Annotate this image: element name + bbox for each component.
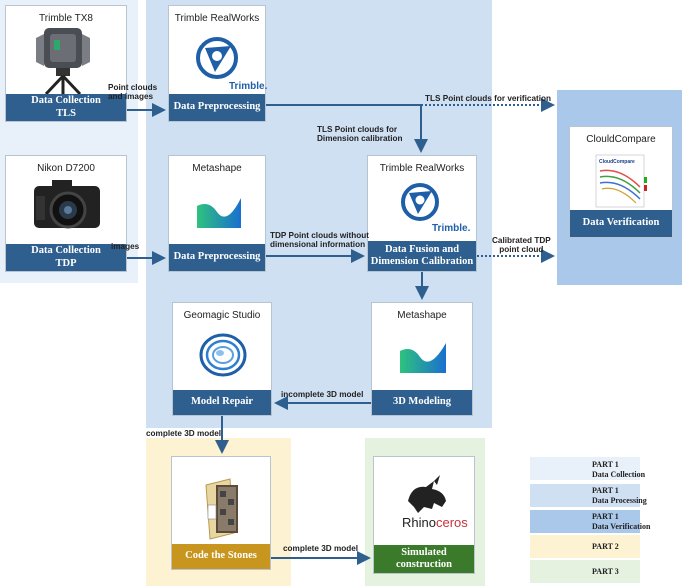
label-line-1: TLS Point clouds for — [317, 125, 398, 134]
bar-line-1: 3D Modeling — [392, 396, 452, 408]
card-title: Geomagic Studio — [183, 310, 261, 321]
label-point-clouds-images: Point clouds and images — [108, 83, 157, 102]
label-images: images — [111, 242, 139, 251]
cloudcompare-logo-icon: CloudCompare — [595, 154, 647, 208]
label-line-1: TDP Point clouds without — [270, 231, 370, 240]
legend-swatch-part3 — [530, 560, 640, 583]
legend-swatch-part2 — [530, 535, 640, 558]
legend-line-1: PART 2 — [592, 542, 619, 551]
card-fusion: Trimble RealWorks Trimble. Data Fusion a… — [367, 155, 477, 272]
metashape-logo-icon — [400, 343, 446, 373]
bar-line-1: Model Repair — [190, 396, 254, 408]
label-line-2: point cloud — [499, 245, 544, 255]
legend-line-2: Data Processing — [592, 495, 647, 505]
card-title: Trimble RealWorks — [379, 163, 465, 174]
card-bar: Data Collection TDP — [6, 244, 126, 271]
card-model-repair: Geomagic Studio Model Repair — [172, 302, 272, 416]
legend-line-2: Data Verification — [592, 521, 651, 531]
card-simulated: Rhino ceros Simulated construction — [373, 456, 475, 574]
label-line-1: TLS Point clouds for verification — [425, 94, 552, 103]
legend-text-part3: PART 3 — [592, 567, 619, 577]
card-verification: ClouldCompare CloudCompare Data Verifica… — [569, 126, 673, 238]
bar-line-2: Dimension Calibration — [370, 256, 474, 267]
label-line-1: Calibrated TDP — [492, 236, 551, 245]
trimble-word: Trimble. — [432, 223, 471, 234]
label-line-1: complete 3D model — [146, 429, 222, 438]
label-tdp-no-dim: TDP Point clouds without dimensional inf… — [270, 231, 369, 250]
bar-line-2: construction — [396, 559, 452, 570]
legend-text-part1-collection: PART 1 Data Collection — [592, 460, 645, 479]
card-bar: Code the Stones — [172, 544, 270, 569]
legend-text-part1-processing: PART 1 Data Processing — [592, 486, 647, 505]
card-tdp-preprocessing: Metashape Data Preprocessing — [168, 155, 266, 272]
bar-line-1: Simulated — [401, 546, 447, 558]
bar-line-1: Data Collection — [31, 245, 101, 257]
bar-line-1: Data Preprocessing — [173, 251, 261, 263]
rhino-logo-icon: Rhino ceros — [402, 475, 468, 530]
legend-line-1: PART 1 — [592, 460, 619, 469]
label-line-1: Point clouds — [108, 83, 158, 92]
scanner-icon — [36, 28, 90, 96]
bar-line-1: Data Collection — [31, 95, 101, 107]
label-tls-calibration: TLS Point clouds for Dimension calibrati… — [317, 125, 403, 144]
card-title: Metashape — [397, 310, 447, 321]
card-title: Nikon D7200 — [37, 163, 95, 174]
card-bar: 3D Modeling — [372, 390, 472, 415]
card-bar: Data Preprocessing — [169, 94, 265, 121]
bar-line-1: Data Preprocessing — [173, 101, 261, 113]
card-bar: Data Verification — [570, 210, 672, 237]
card-bar: Model Repair — [173, 390, 271, 415]
label-calibrated-tdp: Calibrated TDP point cloud — [492, 236, 551, 255]
legend-line-1: PART 3 — [592, 567, 619, 576]
label-line-2: and images — [108, 92, 154, 102]
legend-swatch-part1-verification — [530, 510, 640, 533]
bar-line-1: Data Fusion and — [384, 243, 460, 255]
card-code-stones: Code the Stones — [171, 456, 271, 570]
card-title: Trimble RealWorks — [174, 13, 260, 24]
card-bar: Data Preprocessing — [169, 244, 265, 271]
metashape-logo-icon — [197, 198, 241, 228]
legend-swatch-part1-collection — [530, 457, 640, 480]
cloudcompare-word: CloudCompare — [599, 159, 635, 165]
bar-line-1: Code the Stones — [185, 550, 257, 562]
legend-line-1: PART 1 — [592, 486, 619, 495]
legend-line-2: Data Collection — [592, 469, 646, 479]
label-incomplete: incomplete 3D model — [281, 390, 363, 399]
rhino-word-2: ceros — [436, 515, 468, 530]
card-title: Trimble TX8 — [39, 13, 93, 24]
legend-swatch-part1-processing — [530, 484, 640, 507]
label-complete-down: complete 3D model — [146, 429, 221, 438]
label-line-1: complete 3D model — [283, 544, 359, 553]
card-title: ClouldCompare — [586, 134, 656, 145]
geomagic-logo-icon — [199, 333, 247, 377]
card-modeling: Metashape 3D Modeling — [371, 302, 473, 416]
card-tls-preprocessing: Trimble RealWorks Trimble. Data Preproce… — [168, 5, 267, 122]
label-line-1: images — [111, 242, 140, 251]
trimble-word: Trimble. — [229, 81, 267, 92]
bar-line-2: TLS — [56, 107, 76, 119]
label-line-2: dimensional information — [270, 240, 366, 250]
stone-archive-icon — [205, 478, 238, 540]
card-bar: Data Fusion and Dimension Calibration — [368, 241, 476, 271]
legend-line-1: PART 1 — [592, 512, 619, 521]
label-tls-verification: TLS Point clouds for verification — [425, 94, 551, 103]
legend-text-part2: PART 2 — [592, 542, 619, 552]
camera-icon — [34, 180, 100, 229]
trimble-logo-icon: Trimble. — [196, 37, 267, 92]
label-complete-right: complete 3D model — [283, 544, 358, 553]
card-tls-collection: Trimble TX8 Data Collection TLS — [5, 5, 127, 122]
card-title: Metashape — [192, 163, 242, 174]
rhino-word-1: Rhino — [402, 515, 436, 530]
card-tdp-collection: Nikon D7200 Data Collection TDP — [5, 155, 127, 272]
bar-line-2: TDP — [55, 257, 77, 269]
trimble-logo-icon: Trimble. — [401, 183, 471, 234]
legend-text-part1-verification: PART 1 Data Verification — [592, 512, 650, 531]
card-bar: Simulated construction — [374, 545, 474, 573]
bar-line-1: Data Verification — [582, 217, 660, 229]
label-line-2: Dimension calibration — [317, 134, 403, 144]
label-line-1: incomplete 3D model — [281, 390, 364, 399]
card-bar: Data Collection TLS — [6, 94, 126, 121]
